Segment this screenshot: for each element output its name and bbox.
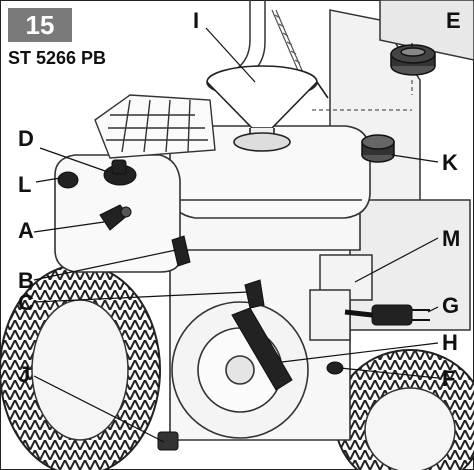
callout-label-h: H bbox=[442, 330, 458, 355]
callout-label-k: K bbox=[442, 150, 458, 175]
choke-knob bbox=[103, 159, 137, 186]
callout-label-j: J bbox=[18, 362, 31, 387]
callout-label-c: C bbox=[18, 290, 34, 315]
right-wheel bbox=[334, 349, 474, 470]
callout-label-m: M bbox=[442, 226, 461, 251]
figure-number-badge: 15 bbox=[8, 8, 72, 42]
electric-starter bbox=[309, 254, 373, 341]
model-label: ST 5266 PB bbox=[8, 48, 107, 68]
stop-switch bbox=[244, 279, 265, 309]
callout-leader-lines bbox=[33, 27, 439, 443]
callout-label-d: D bbox=[18, 126, 34, 151]
starter-handle bbox=[231, 307, 293, 391]
spring-cable bbox=[271, 9, 305, 76]
fuel-shutoff-valve bbox=[99, 204, 132, 231]
callout-label-g: G bbox=[442, 293, 460, 318]
throttle-lever bbox=[171, 235, 191, 267]
callout-label-l: L bbox=[18, 172, 32, 197]
muffler-guard bbox=[94, 94, 216, 159]
primer-bulb bbox=[57, 171, 79, 189]
callout-label-i: I bbox=[193, 8, 200, 33]
callout-label-a: A bbox=[18, 218, 34, 243]
funnel bbox=[206, 65, 329, 152]
callout-label-e: E bbox=[446, 8, 461, 33]
callout-label-b: B bbox=[18, 268, 34, 293]
callout-label-f: F bbox=[442, 366, 456, 391]
power-cord-plug bbox=[344, 304, 430, 326]
oil-fill-cap bbox=[361, 134, 395, 163]
cap-dashed-line bbox=[312, 80, 413, 111]
left-wheel bbox=[0, 264, 161, 470]
oil-drain-plug bbox=[157, 431, 179, 451]
fuel-cap bbox=[390, 44, 436, 76]
